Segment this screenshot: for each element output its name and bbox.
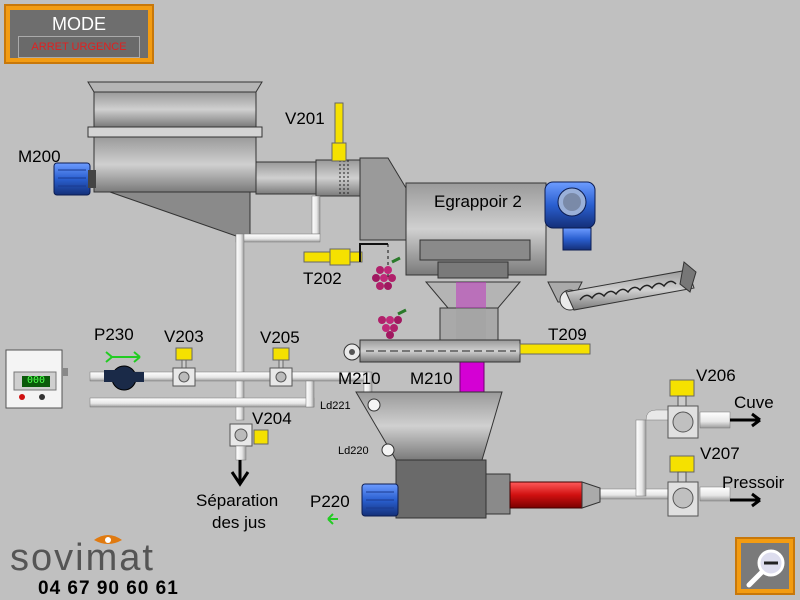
- label-egrappoir: Egrappoir 2: [434, 192, 522, 211]
- label-m210-b: M210: [410, 369, 453, 388]
- label-des-jus: des jus: [212, 513, 266, 532]
- zoom-out-button[interactable]: [735, 537, 795, 595]
- flow-arrow-icon: [230, 460, 250, 487]
- label-p230: P230: [94, 325, 134, 344]
- egrappoir[interactable]: [405, 181, 596, 279]
- pipes: [89, 195, 731, 502]
- label-t209: T209: [548, 325, 587, 344]
- controller-box[interactable]: [5, 349, 68, 409]
- valve-v205[interactable]: [269, 347, 293, 387]
- sensor-t209[interactable]: [519, 343, 591, 355]
- label-ld221: Ld221: [320, 400, 351, 412]
- brand-phone: 04 67 90 60 61: [38, 578, 179, 599]
- flow-arrow-icon: [327, 513, 338, 525]
- mode-title: MODE: [52, 14, 106, 34]
- valve-v207[interactable]: [667, 455, 699, 517]
- feed-chute: [359, 157, 407, 241]
- label-v203: V203: [164, 327, 204, 346]
- valve-v204[interactable]: [229, 423, 269, 487]
- flow-arrow-icon: [105, 351, 141, 363]
- zoom-out-icon: [746, 549, 785, 588]
- valve-v201[interactable]: [331, 102, 347, 162]
- label-cuve: Cuve: [734, 393, 774, 412]
- conveyor-m210[interactable]: [343, 339, 521, 363]
- zoom-button-face: [741, 543, 789, 589]
- label-t202: T202: [303, 269, 342, 288]
- pump-p230[interactable]: [104, 351, 144, 391]
- label-v204: V204: [252, 409, 292, 428]
- flow-arrow-icon: [730, 492, 761, 508]
- grapes-icon: [378, 308, 407, 339]
- label-separation: Séparation: [196, 491, 279, 510]
- valve-v203[interactable]: [172, 347, 196, 387]
- controller-display: 000: [27, 375, 46, 386]
- label-m200: M200: [18, 147, 61, 166]
- press-hopper: [355, 391, 511, 519]
- brand-name: sovimat: [10, 537, 155, 579]
- label-p220: P220: [310, 492, 350, 511]
- label-v206: V206: [696, 366, 736, 385]
- label-v201: V201: [285, 109, 325, 128]
- mode-status: ARRET URGENCE: [18, 36, 140, 58]
- sovimat-logo-mark: [94, 535, 122, 544]
- label-v207: V207: [700, 444, 740, 463]
- grapes-icon: [372, 256, 401, 290]
- stem-conveyor[interactable]: [547, 261, 697, 311]
- flow-arrow-icon: [730, 412, 761, 428]
- label-ld220: Ld220: [338, 445, 369, 457]
- mode-panel-inner: MODE ARRET URGENCE: [10, 10, 148, 58]
- hopper: [87, 81, 361, 237]
- mode-panel[interactable]: MODE ARRET URGENCE: [4, 4, 154, 64]
- motor-p220[interactable]: [327, 483, 399, 525]
- valve-v206[interactable]: [667, 379, 699, 439]
- pump-tube[interactable]: [509, 481, 601, 509]
- label-m210-a: M210: [338, 369, 381, 388]
- motor-m200[interactable]: [53, 162, 96, 196]
- label-v205: V205: [260, 328, 300, 347]
- label-pressoir: Pressoir: [722, 473, 785, 492]
